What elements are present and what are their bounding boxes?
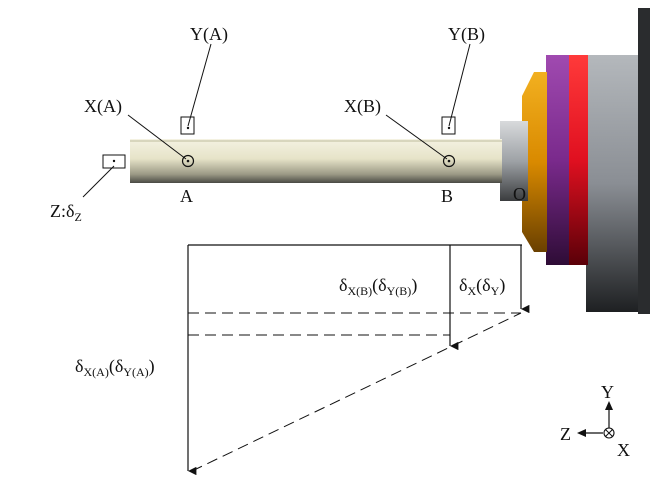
point-a-marker [181,154,195,168]
sensor-z [102,154,126,169]
label-delta-xa-ya: δX(A)(δY(A)) [75,356,155,379]
sensor-y-b [441,116,456,135]
leader-x-a [127,114,187,160]
label-delta-xb-yb: δX(B)(δY(B)) [339,275,417,298]
spindle-housing [586,8,650,314]
spindle-collar [500,121,528,201]
spindle-red-ring [568,55,588,265]
point-b-marker [442,154,456,168]
leader-y-a [187,43,212,127]
label-z-delta: Z:δZ [50,201,82,224]
axis-label-y: Y [601,382,614,402]
label-x-a: X(A) [84,96,122,117]
tool-shaft [130,139,502,183]
leader-y-b [448,43,471,127]
axis-label-x: X [617,440,630,460]
leader-z [82,165,115,198]
label-x-b: X(B) [344,96,381,117]
label-point-b: B [441,186,453,206]
label-point-a: A [180,186,193,206]
label-delta-x-y: δX(δY) [459,275,505,298]
dashed-deflection-slope [191,312,522,472]
sensor-y-a [180,116,195,135]
spindle-purple-ring [546,55,569,265]
label-y-a: Y(A) [190,24,228,45]
label-point-o: O [513,184,526,204]
axis-label-z: Z [560,424,571,444]
coordinate-axes-icon [577,401,615,439]
leader-x-b [385,114,448,160]
label-y-b: Y(B) [448,24,485,45]
spindle-orange-nose [522,72,547,252]
